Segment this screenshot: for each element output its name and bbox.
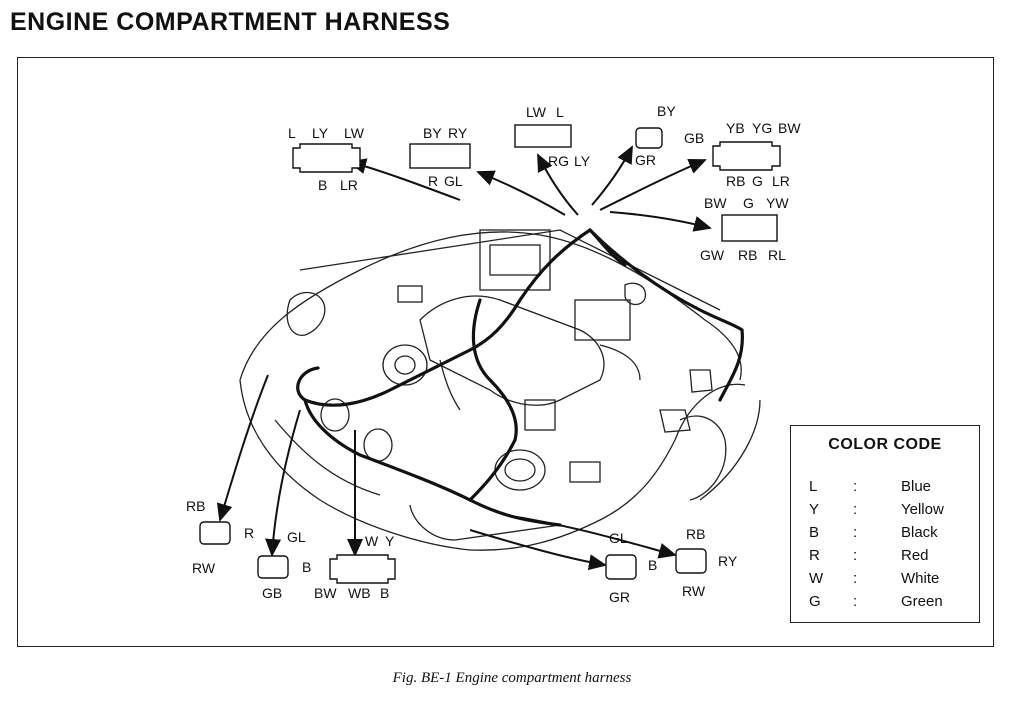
page-title: ENGINE COMPARTMENT HARNESS bbox=[10, 8, 451, 36]
connector-10: GL B GR bbox=[609, 530, 657, 605]
figure-caption: Fig. BE-1 Engine compartment harness bbox=[392, 670, 632, 686]
wire-label: YB bbox=[726, 120, 745, 136]
wire-label: G bbox=[743, 195, 754, 211]
color-code-row: L : Blue bbox=[791, 478, 979, 498]
wire-label: B bbox=[318, 177, 327, 193]
wire-label: Y bbox=[385, 533, 395, 549]
wire-label: RB bbox=[738, 247, 757, 263]
color-code-letter: W bbox=[809, 570, 824, 587]
color-code-name: Yellow bbox=[901, 501, 944, 518]
connector-8: GL B GB bbox=[262, 529, 311, 601]
connector-symbols bbox=[199, 124, 781, 584]
wire-label: GW bbox=[700, 247, 725, 263]
wire-label: LW bbox=[526, 104, 547, 120]
color-code-legend: COLOR CODE L : Blue Y : Yellow B : Black… bbox=[790, 425, 980, 623]
wire-label: B bbox=[380, 585, 389, 601]
color-code-letter: G bbox=[809, 593, 821, 610]
wire-label: BW bbox=[314, 585, 337, 601]
connector-9: W Y BW WB B bbox=[314, 533, 395, 601]
wire-label: B bbox=[302, 559, 311, 575]
wire-label: RB bbox=[726, 173, 745, 189]
wire-label: BY bbox=[423, 125, 442, 141]
connector-3: LW L RG LY bbox=[526, 104, 591, 169]
wire-label: LY bbox=[574, 153, 591, 169]
wire-label: R bbox=[244, 525, 254, 541]
connector-6: BW G YW GW RB RL bbox=[700, 195, 789, 263]
wire-label: YG bbox=[752, 120, 772, 136]
wire-label: BW bbox=[778, 120, 801, 136]
wire-label: WB bbox=[348, 585, 371, 601]
color-code-separator: : bbox=[853, 478, 858, 495]
connector-2: BY RY R GL bbox=[423, 125, 468, 189]
color-code-separator: : bbox=[853, 547, 858, 564]
connector-5: YB YG BW RB G LR bbox=[726, 120, 801, 189]
wire-label: GR bbox=[635, 152, 656, 168]
color-code-row: R : Red bbox=[791, 547, 979, 567]
wire-label: W bbox=[365, 533, 379, 549]
color-code-letter: B bbox=[809, 524, 820, 541]
connector-7: RB R RW bbox=[186, 498, 254, 576]
color-code-separator: : bbox=[853, 570, 858, 587]
wire-label: B bbox=[648, 557, 657, 573]
wire-label: RW bbox=[192, 560, 216, 576]
wire-label: RY bbox=[718, 553, 738, 569]
wire-label: RW bbox=[682, 583, 706, 599]
color-code-row: G : Green bbox=[791, 593, 979, 613]
wire-label: GL bbox=[287, 529, 306, 545]
color-code-name: Green bbox=[901, 593, 943, 610]
color-code-name: Black bbox=[901, 524, 938, 541]
wire-label: BW bbox=[704, 195, 727, 211]
connector-11: RB RY RW bbox=[682, 526, 738, 599]
wire-label: G bbox=[752, 173, 763, 189]
car-body-illustration bbox=[239, 229, 761, 551]
wire-label: GL bbox=[444, 173, 463, 189]
wire-label: R bbox=[428, 173, 438, 189]
color-code-name: Red bbox=[901, 547, 929, 564]
color-code-row: Y : Yellow bbox=[791, 501, 979, 521]
color-code-title: COLOR CODE bbox=[828, 436, 942, 453]
wire-label: GL bbox=[609, 530, 628, 546]
wire-label: GB bbox=[684, 130, 704, 146]
color-code-row: B : Black bbox=[791, 524, 979, 544]
main-harness-wire bbox=[296, 228, 744, 527]
wire-label: BY bbox=[657, 103, 676, 119]
color-code-name: Blue bbox=[901, 478, 932, 495]
wire-label: LW bbox=[344, 125, 365, 141]
connector-1: L LY LW B LR bbox=[288, 125, 365, 193]
wire-label: L bbox=[556, 104, 564, 120]
wire-label: LR bbox=[340, 177, 358, 193]
connector-4: BY GB GR bbox=[635, 103, 704, 168]
wire-label: GR bbox=[609, 589, 630, 605]
color-code-separator: : bbox=[853, 524, 858, 541]
wire-label: RG bbox=[548, 153, 569, 169]
color-code-separator: : bbox=[853, 593, 858, 610]
wire-label: RL bbox=[768, 247, 786, 263]
wire-label: YW bbox=[766, 195, 789, 211]
wire-label: GB bbox=[262, 585, 282, 601]
wire-label: RB bbox=[186, 498, 205, 514]
connector-leaders bbox=[216, 145, 712, 571]
wire-label: LR bbox=[772, 173, 790, 189]
wire-label: RB bbox=[686, 526, 705, 542]
color-code-letter: R bbox=[809, 547, 820, 564]
color-code-letter: L bbox=[809, 478, 818, 495]
wire-label: L bbox=[288, 125, 296, 141]
wire-label: LY bbox=[312, 125, 329, 141]
color-code-separator: : bbox=[853, 501, 858, 518]
color-code-name: White bbox=[901, 570, 940, 587]
color-code-letter: Y bbox=[809, 501, 820, 518]
diagram-frame bbox=[17, 57, 994, 647]
color-code-row: W : White bbox=[791, 570, 979, 590]
wire-label: RY bbox=[448, 125, 468, 141]
